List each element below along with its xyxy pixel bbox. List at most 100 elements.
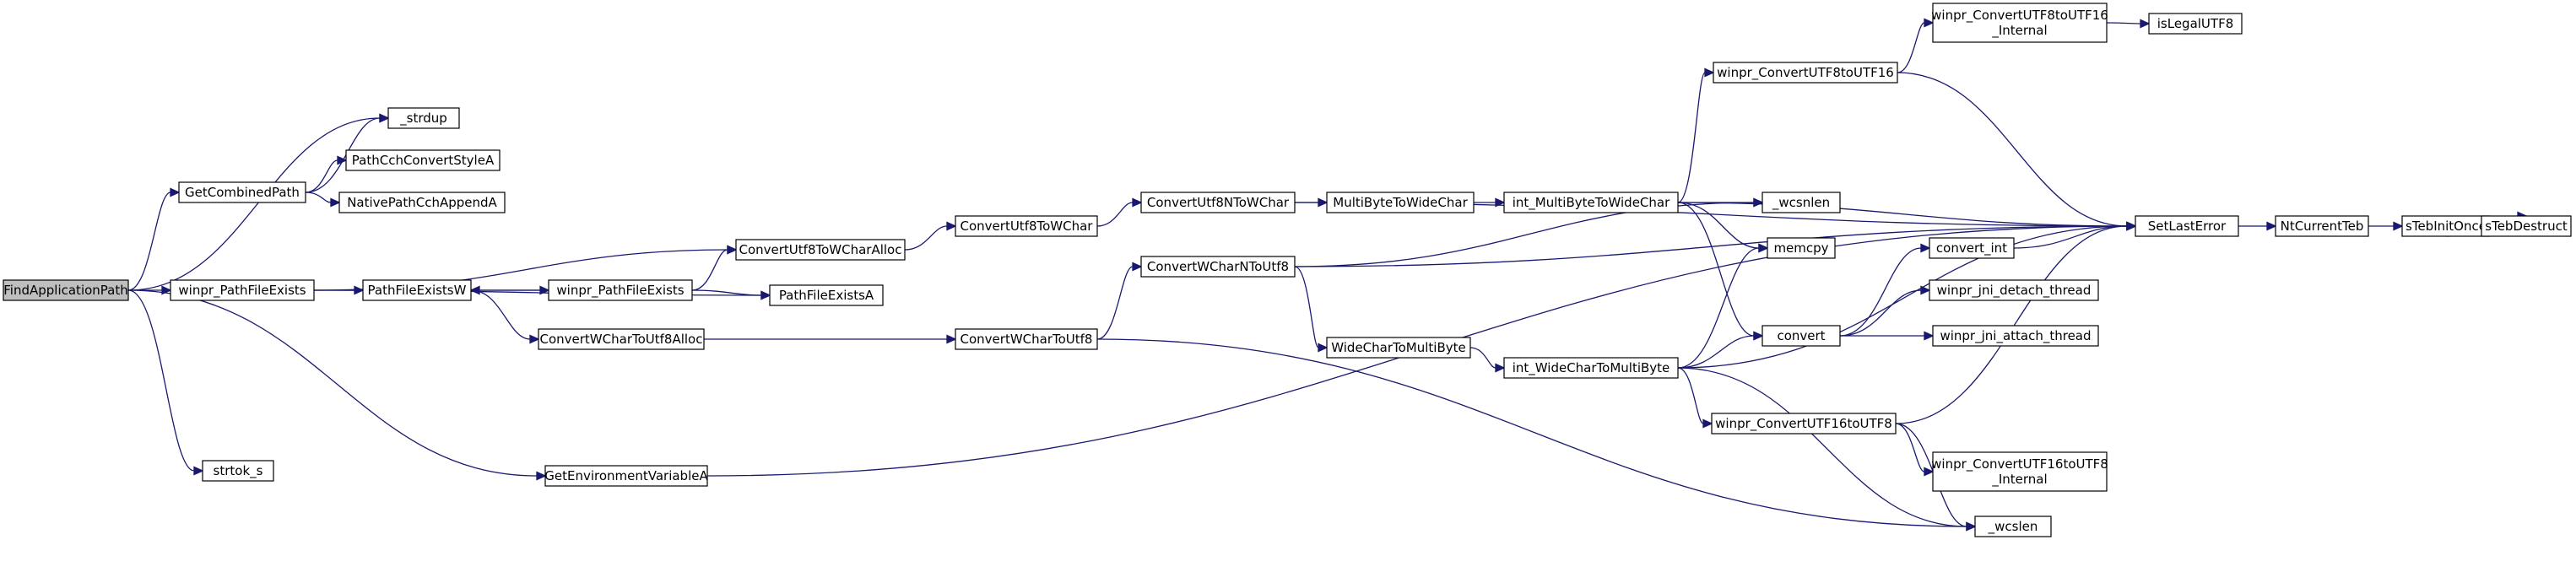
edge-arrowhead — [1702, 418, 1713, 429]
function-node[interactable]: winpr_jni_attach_thread — [1932, 325, 2099, 347]
node-label: PathFileExistsA — [779, 288, 874, 303]
node-box — [955, 328, 1098, 350]
function-node[interactable]: ConvertUtf8ToWChar — [955, 215, 1098, 237]
function-node[interactable]: sTebInitOnce — [2401, 215, 2491, 237]
node-label: GetCombinedPath — [185, 185, 300, 200]
call-edge — [1677, 367, 1977, 532]
edge-line — [1677, 367, 1967, 527]
node-box — [362, 279, 472, 301]
edge-line — [2013, 225, 2128, 249]
function-node[interactable]: ConvertWCharToUtf8 — [955, 328, 1098, 350]
node-box — [1711, 413, 1897, 435]
call-edge — [127, 289, 547, 481]
node-box — [1762, 192, 1841, 213]
function-node[interactable]: NtCurrentTeb — [2275, 215, 2369, 237]
node-label: memcpy — [1773, 240, 1828, 256]
function-node[interactable]: winpr_PathFileExists — [548, 279, 693, 301]
node-box — [1932, 325, 2099, 347]
edge-line — [127, 289, 195, 472]
node-label: WideCharToMultiByte — [1331, 340, 1466, 355]
edge-arrowhead — [1758, 243, 1769, 253]
edge-line — [1677, 202, 1760, 249]
node-box — [1767, 237, 1836, 259]
function-node[interactable]: winpr_ConvertUTF8toUTF16_Internal — [1931, 3, 2108, 43]
call-edge — [1677, 331, 1764, 369]
edge-arrowhead — [760, 290, 771, 300]
node-label: sTebInitOnce — [2406, 219, 2487, 234]
call-edge — [1895, 423, 1935, 477]
node-label: NativePathCchAppendA — [347, 195, 497, 210]
function-node[interactable]: winpr_ConvertUTF16toUTF8_Internal — [1931, 451, 2108, 492]
function-node[interactable]: ConvertWCharToUtf8Alloc — [538, 328, 705, 350]
function-node[interactable]: convert — [1762, 325, 1841, 347]
node-box — [1929, 237, 2015, 259]
call-edge — [1294, 266, 1329, 353]
node-box — [178, 181, 306, 203]
function-node[interactable]: MultiByteToWideChar — [1326, 192, 1475, 213]
function-node[interactable]: SetLastError — [2135, 215, 2239, 237]
function-node[interactable]: _wcslen — [1974, 516, 2052, 537]
call-edge — [1677, 67, 1715, 203]
edge-line — [305, 159, 338, 193]
function-node[interactable]: ConvertWCharNToUtf8 — [1140, 256, 1296, 278]
edge-arrowhead — [161, 285, 172, 295]
edge-arrowhead — [2393, 221, 2404, 231]
edge-line — [1677, 247, 1760, 369]
function-node[interactable]: winpr_ConvertUTF8toUTF16 — [1713, 62, 1898, 84]
edge-arrowhead — [1920, 243, 1931, 253]
edge-arrowhead — [337, 155, 348, 165]
node-box — [538, 328, 705, 350]
call-edge — [1839, 285, 1931, 337]
edge-arrowhead — [1132, 197, 1143, 208]
function-node[interactable]: winpr_jni_detach_thread — [1929, 279, 2099, 301]
node-label: winpr_ConvertUTF8toUTF16 — [1931, 8, 2108, 24]
function-node[interactable]: strtok_s — [202, 460, 274, 482]
function-node[interactable]: NativePathCchAppendA — [338, 192, 506, 213]
function-node[interactable]: _strdup — [387, 107, 460, 129]
function-node[interactable]: int_MultiByteToWideChar — [1503, 192, 1679, 213]
edge-line — [127, 192, 171, 291]
node-label: ConvertWCharToUtf8 — [961, 332, 1093, 347]
edge-line — [1897, 22, 1925, 73]
function-node[interactable]: winpr_PathFileExists — [170, 279, 315, 301]
function-node[interactable]: _wcsnlen — [1762, 192, 1841, 213]
function-node[interactable]: GetCombinedPath — [178, 181, 306, 203]
node-label: winpr_PathFileExists — [178, 283, 306, 299]
node-label: ConvertUtf8ToWChar — [961, 219, 1094, 234]
function-node[interactable]: ConvertUtf8NToWChar — [1140, 192, 1296, 213]
edge-line — [2106, 22, 2141, 24]
node-box — [3, 279, 129, 301]
node-box — [548, 279, 693, 301]
function-node[interactable]: GetEnvironmentVariableA — [544, 465, 708, 487]
function-node[interactable]: int_WideCharToMultiByte — [1503, 357, 1679, 379]
node-label: ConvertWCharNToUtf8 — [1147, 259, 1289, 274]
node-box — [1762, 325, 1841, 347]
function-node[interactable]: isLegalUTF8 — [2148, 13, 2243, 35]
edge-arrowhead — [1966, 521, 1977, 532]
function-node[interactable]: sTebDestruct — [2481, 215, 2572, 237]
node-label: GetEnvironmentVariableA — [544, 468, 708, 483]
edge-line — [1895, 225, 2128, 424]
function-node[interactable]: PathCchConvertStyleA — [345, 149, 501, 171]
node-box — [338, 192, 506, 213]
edge-arrowhead — [1495, 197, 1506, 208]
edge-arrowhead — [1924, 18, 1935, 28]
function-node[interactable]: WideCharToMultiByte — [1326, 337, 1471, 359]
call-edge — [1677, 243, 1769, 369]
function-node[interactable]: convert_int — [1929, 237, 2015, 259]
function-node[interactable]: ConvertUtf8ToWCharAlloc — [735, 239, 906, 261]
function-node[interactable]: PathFileExistsA — [769, 284, 884, 306]
function-node[interactable]: PathFileExistsW — [362, 279, 472, 301]
edge-arrowhead — [1495, 363, 1506, 373]
function-node[interactable]: FindApplicationPath — [3, 279, 129, 301]
call-edge — [1677, 202, 1769, 253]
call-edge — [2106, 19, 2151, 29]
call-edge — [1469, 347, 1506, 373]
call-edge — [127, 187, 181, 291]
call-edge — [1474, 197, 1506, 208]
function-node[interactable]: memcpy — [1767, 237, 1836, 259]
edge-line — [1677, 367, 1704, 424]
call-edge — [470, 289, 540, 344]
edge-line — [1677, 72, 1706, 203]
function-node[interactable]: winpr_ConvertUTF16toUTF8 — [1711, 413, 1897, 435]
